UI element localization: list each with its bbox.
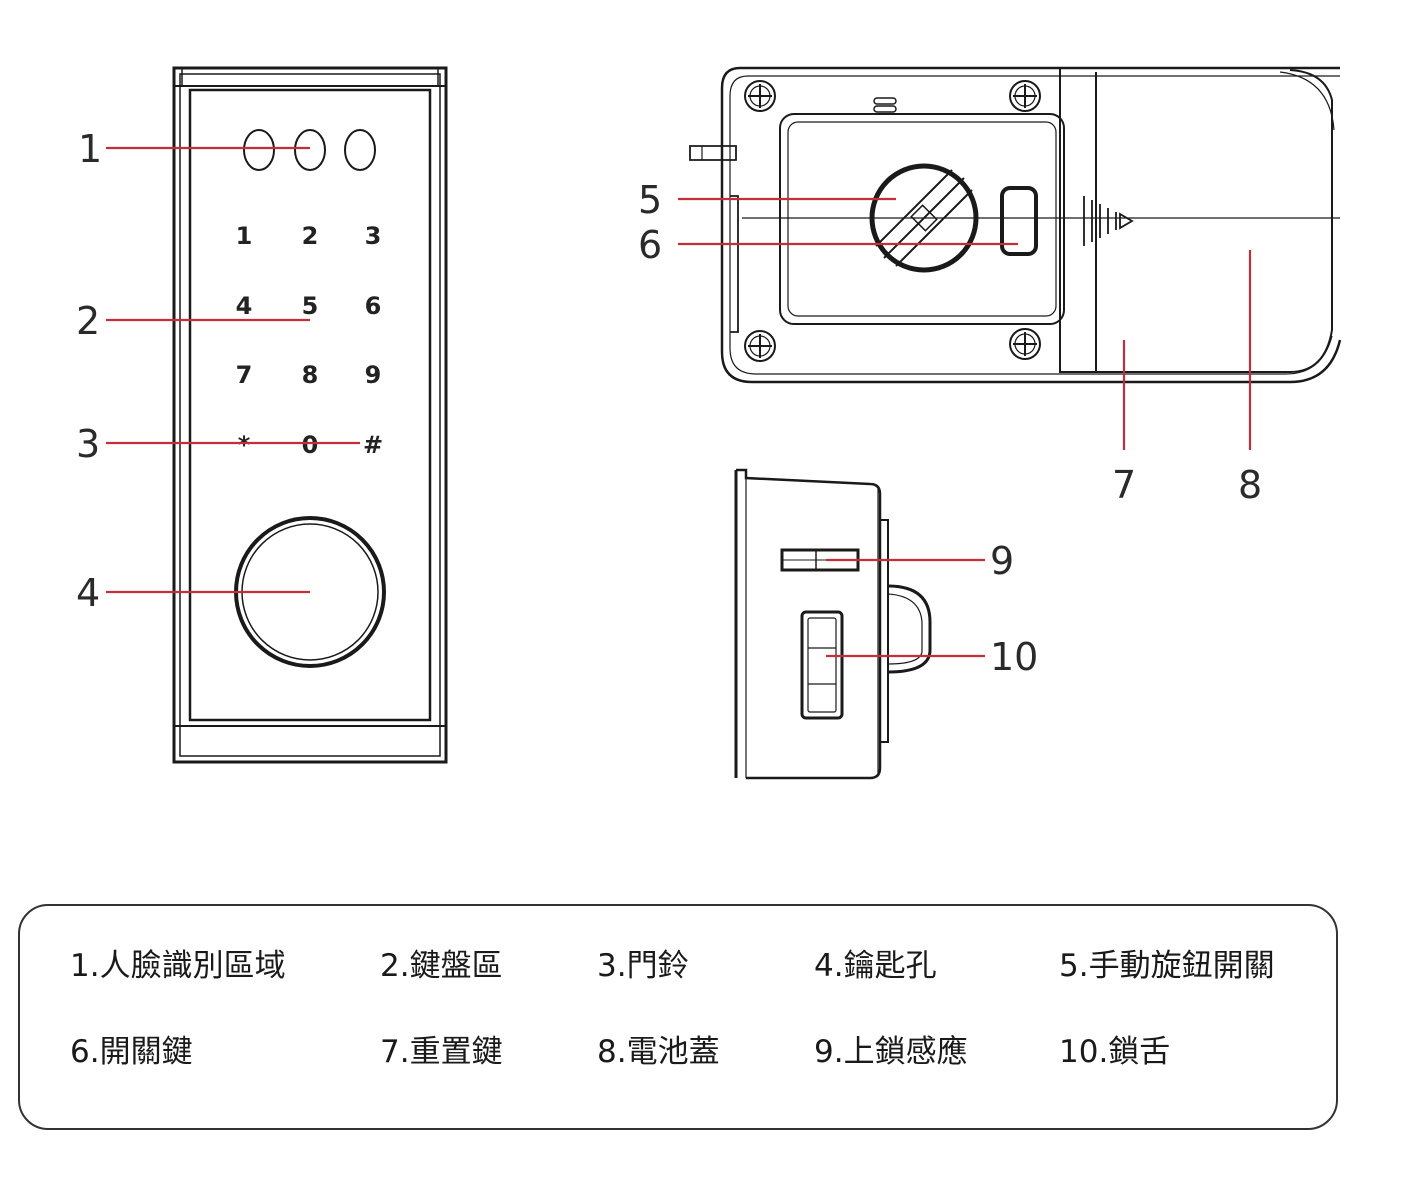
- latch-bolt: [800, 610, 844, 720]
- screw-bottom-left: [744, 330, 776, 362]
- knob-profile: [887, 584, 932, 674]
- keypad: 1 2 3 4 5 6 7 8 9 * 0 #: [236, 222, 383, 459]
- key-7: 7: [236, 361, 253, 389]
- key-2: 2: [302, 222, 319, 250]
- callout-8: 8: [1238, 463, 1262, 507]
- key-3: 3: [365, 222, 382, 250]
- callout-6: 6: [638, 223, 662, 267]
- side-view: [734, 468, 932, 780]
- legend-item-reset: 7.重置鍵: [380, 1034, 503, 1070]
- screw-top-left: [744, 80, 776, 112]
- screw-top-right: [1009, 80, 1041, 112]
- key-0: 0: [302, 431, 319, 459]
- key-1: 1: [236, 222, 253, 250]
- callout-numbers: 1 2 3 4 5 6 7 8 9 10: [76, 127, 1262, 679]
- face-sensor-left: [243, 129, 275, 171]
- face-sensor-right: [344, 129, 376, 171]
- battery-vents: [1083, 196, 1134, 246]
- callout-7: 7: [1112, 463, 1136, 507]
- callout-2: 2: [76, 299, 100, 343]
- legend-item-face-recognition: 1.人臉識別區域: [70, 948, 286, 984]
- legend-item-latch-bolt: 10.鎖舌: [1059, 1034, 1171, 1070]
- key-5: 5: [302, 292, 319, 320]
- rear-view: [689, 66, 1342, 384]
- key-6: 6: [365, 292, 382, 320]
- front-view: [172, 66, 448, 764]
- leader-lines: [106, 146, 1252, 658]
- legend-grid: 1.人臉識別區域 2.鍵盤區 3.門鈴 4.鑰匙孔 5.手動旋鈕開關 6.開關鍵…: [70, 946, 1330, 1072]
- callout-3: 3: [76, 422, 100, 466]
- callout-4: 4: [76, 571, 100, 615]
- legend-item-keyhole: 4.鑰匙孔: [814, 948, 937, 984]
- key-hash: #: [363, 431, 383, 459]
- legend-item-thumb-turn: 5.手動旋鈕開關: [1059, 948, 1275, 984]
- key-star: *: [238, 431, 251, 459]
- key-4: 4: [236, 292, 253, 320]
- key-8: 8: [302, 361, 319, 389]
- callout-5: 5: [638, 178, 662, 222]
- callout-10: 10: [990, 635, 1038, 679]
- callout-9: 9: [990, 539, 1014, 583]
- legend-item-keypad: 2.鍵盤區: [380, 948, 503, 984]
- callout-1: 1: [78, 127, 102, 171]
- face-sensor-center: [294, 129, 326, 171]
- legend-item-battery-cover: 8.電池蓋: [597, 1034, 720, 1070]
- legend-item-switch: 6.開關鍵: [70, 1034, 193, 1070]
- legend-box: 1.人臉識別區域 2.鍵盤區 3.門鈴 4.鑰匙孔 5.手動旋鈕開關 6.開關鍵…: [18, 904, 1338, 1130]
- switch-button: [1000, 186, 1038, 256]
- legend-item-doorbell: 3.門鈴: [597, 948, 689, 984]
- lock-diagram: 1 2 3 4 5 6 7 8 9 * 0 #: [76, 66, 1342, 780]
- legend-item-lock-sensor: 9.上鎖感應: [814, 1034, 968, 1070]
- screw-bottom-right: [1009, 328, 1041, 360]
- key-9: 9: [365, 361, 382, 389]
